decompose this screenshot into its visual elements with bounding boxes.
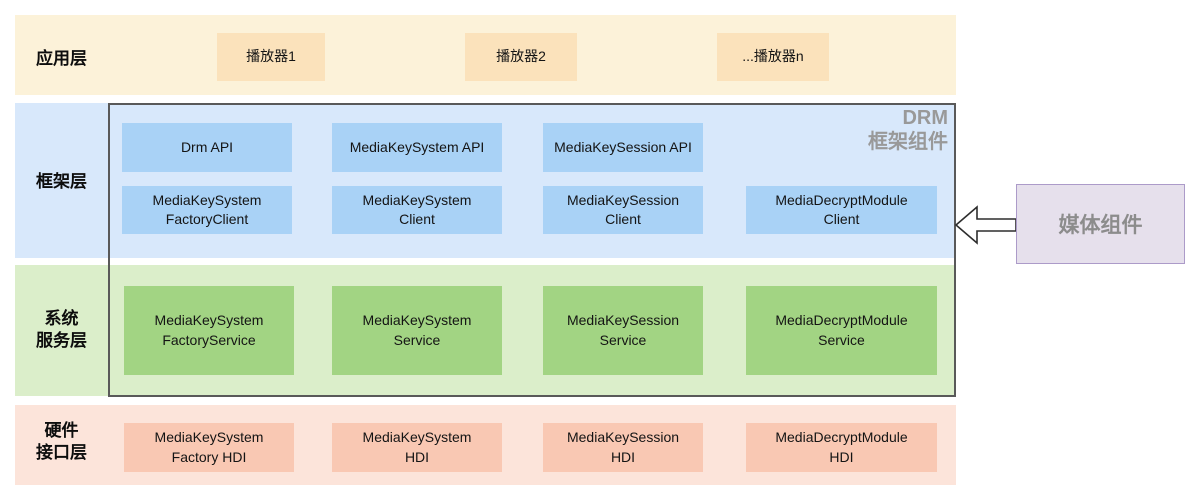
player2-box: 播放器2 <box>465 33 577 81</box>
framework-layer-label: 框架层 <box>36 172 87 191</box>
mediakeysystem-service-box: MediaKeySystem Service <box>332 286 502 375</box>
media-component-box: 媒体组件 <box>1016 184 1185 264</box>
drm-api-box: Drm API <box>122 123 292 172</box>
mediakeysystem-api-box: MediaKeySystem API <box>332 123 502 172</box>
hdi-layer-label: 硬件 接口层 <box>36 421 87 462</box>
mediadecryptmodule-hdi-box: MediaDecryptModule HDI <box>746 423 937 472</box>
mediakeysession-api-box: MediaKeySession API <box>543 123 703 172</box>
mediakeysession-client-box: MediaKeySession Client <box>543 186 703 234</box>
mediakeysession-hdi-box: MediaKeySession HDI <box>543 423 703 472</box>
mediakeysystem-factoryservice-box: MediaKeySystem FactoryService <box>124 286 294 375</box>
media-component-label: 媒体组件 <box>1058 214 1143 237</box>
mediadecryptmodule-client-box: MediaDecryptModule Client <box>746 186 937 234</box>
service-layer-label: 系统 服务层 <box>36 309 87 350</box>
mediadecryptmodule-service-box: MediaDecryptModule Service <box>746 286 937 375</box>
mediakeysession-service-box: MediaKeySession Service <box>543 286 703 375</box>
mediakeysystem-factoryclient-box: MediaKeySystem FactoryClient <box>122 186 292 234</box>
left-arrow-icon <box>954 205 1017 245</box>
drm-framework-component-frame: DRM 框架组件 <box>108 103 956 397</box>
application-layer-label: 应用层 <box>36 49 87 68</box>
mediakeysystem-factory-hdi-box: MediaKeySystem Factory HDI <box>124 423 294 472</box>
mediakeysystem-hdi-box: MediaKeySystem HDI <box>332 423 502 472</box>
player1-box: 播放器1 <box>217 33 325 81</box>
drm-frame-label: DRM 框架组件 <box>868 107 948 153</box>
mediakeysystem-client-box: MediaKeySystem Client <box>332 186 502 234</box>
player-n-box: ...播放器n <box>717 33 829 81</box>
